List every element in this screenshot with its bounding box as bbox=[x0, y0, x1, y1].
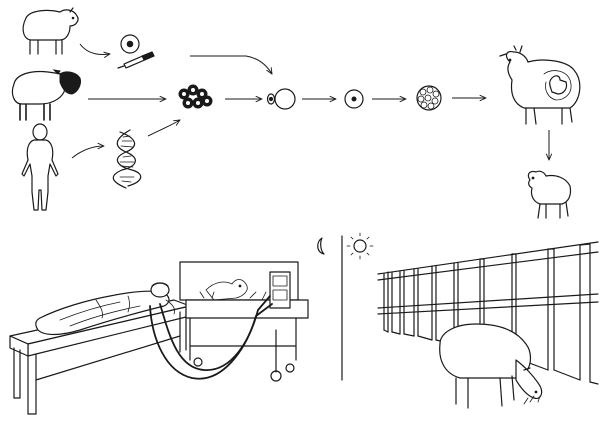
machine-cart-icon bbox=[179, 261, 309, 382]
egg-cluster-icon bbox=[178, 84, 213, 109]
moon-icon bbox=[317, 237, 325, 255]
zygote-icon bbox=[344, 89, 364, 109]
cloned-lamb-icon bbox=[527, 170, 572, 219]
human-figure-icon bbox=[21, 123, 59, 211]
surrogate-sheep-icon bbox=[499, 45, 581, 125]
sun-icon bbox=[346, 232, 374, 260]
sleeping-patient-icon bbox=[35, 282, 175, 336]
arrow-human-to-dna bbox=[71, 146, 104, 159]
egg-donor-sheep-icon bbox=[11, 69, 81, 121]
connecting-tubes bbox=[149, 295, 273, 380]
pipette-icon bbox=[117, 51, 155, 69]
fence-icon bbox=[377, 241, 599, 385]
fusion-egg-icon bbox=[266, 88, 296, 110]
arrow-sheep-to-cell bbox=[79, 43, 110, 55]
grazing-sheep-icon bbox=[439, 323, 543, 409]
arrow-dna-to-eggs bbox=[147, 120, 180, 137]
arrow-cell-to-fusion bbox=[190, 55, 272, 74]
embryo-icon bbox=[416, 85, 442, 111]
donor-sheep-white-icon bbox=[22, 7, 79, 55]
dna-helix-icon bbox=[112, 129, 142, 189]
somatic-cell-icon bbox=[120, 34, 140, 54]
